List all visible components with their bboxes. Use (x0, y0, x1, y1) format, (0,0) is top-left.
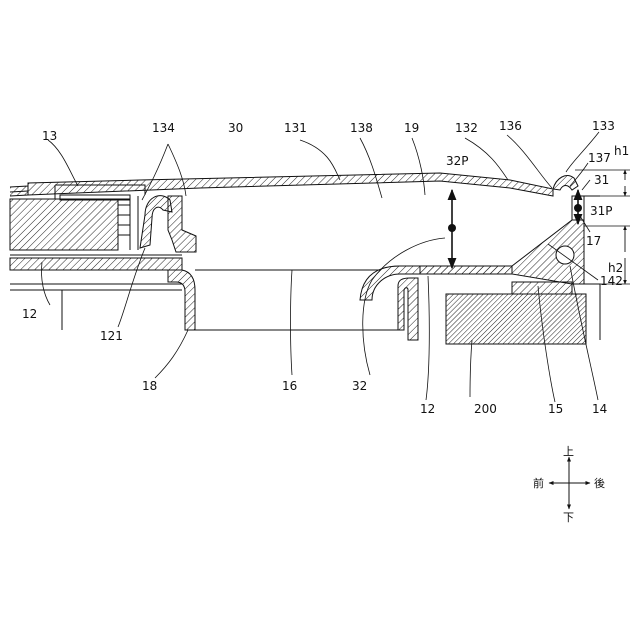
hook-121 (140, 196, 172, 248)
part-15 (512, 282, 572, 294)
label-121: 121 (100, 329, 123, 343)
label-132: 132 (455, 121, 478, 135)
label-12-left: 12 (22, 307, 37, 321)
label-h1: h1 (614, 144, 629, 158)
drawing-geometry (10, 170, 630, 344)
label-136: 136 (499, 119, 522, 133)
point-32p (448, 224, 456, 232)
right-lower-plate-flat (420, 266, 512, 274)
direction-compass: 上 下 前 後 (533, 445, 605, 524)
label-137: 137 (588, 151, 611, 165)
hook-133 (553, 176, 578, 190)
label-142: 142 (600, 274, 623, 288)
label-13: 13 (42, 129, 57, 143)
left-steps (118, 205, 130, 235)
label-30: 30 (228, 121, 243, 135)
label-14: 14 (592, 402, 607, 416)
label-134: 134 (152, 121, 175, 135)
left-frame-block (10, 199, 118, 250)
point-31p (574, 204, 582, 212)
compass-label-down: 下 (563, 511, 574, 524)
roller-142 (556, 246, 574, 264)
inner-flange (398, 278, 418, 340)
label-133: 133 (592, 119, 615, 133)
label-31: 31 (594, 173, 609, 187)
label-15: 15 (548, 402, 563, 416)
label-131: 131 (284, 121, 307, 135)
compass-label-rear: 後 (594, 476, 605, 490)
hook-134 (168, 196, 196, 252)
left-lower-plate (10, 258, 182, 270)
compass-label-up: 上 (563, 445, 574, 458)
label-32: 32 (352, 379, 367, 393)
label-17: 17 (586, 234, 601, 248)
compass-label-front: 前 (533, 476, 544, 490)
label-32p: 32P (446, 154, 469, 168)
label-16: 16 (282, 379, 297, 393)
label-31p: 31P (590, 204, 613, 218)
label-12-right: 12 (420, 402, 435, 416)
label-h2: h2 (608, 261, 623, 275)
label-18: 18 (142, 379, 157, 393)
part-200 (446, 294, 586, 344)
label-19: 19 (404, 121, 419, 135)
support-18 (168, 270, 195, 330)
label-200: 200 (474, 402, 497, 416)
label-138: 138 (350, 121, 373, 135)
